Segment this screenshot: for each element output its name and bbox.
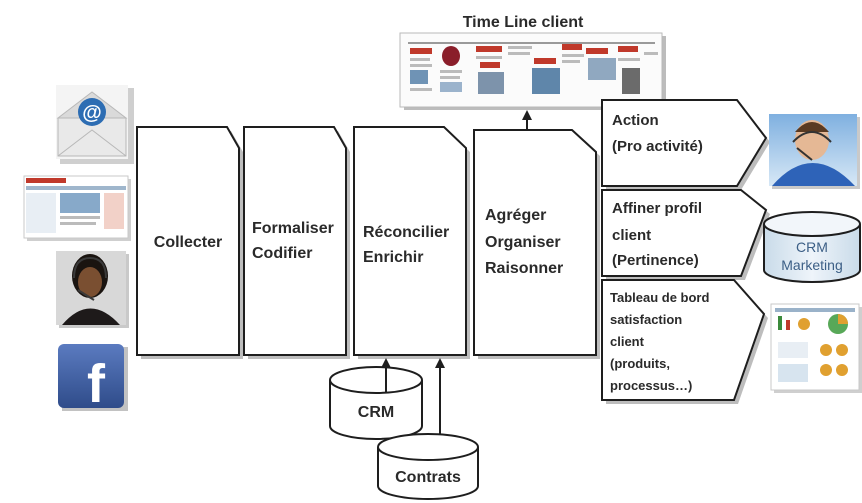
timeline-title: Time Line client <box>463 14 584 31</box>
step-agreger: Agréger Organiser Raisonner <box>473 129 600 359</box>
output-profile-line1: Affiner profil <box>612 200 702 217</box>
crm-database-label: CRM <box>358 404 394 421</box>
step-collecter-label: Collecter <box>154 234 222 251</box>
timeline-thumbnails <box>410 44 658 94</box>
svg-text:@: @ <box>82 102 102 124</box>
crm-marketing-label-line2: Marketing <box>781 257 842 273</box>
output-dashboard-line2: satisfaction <box>610 312 682 327</box>
output-action: Action (Pro activité) <box>601 99 770 190</box>
output-dashboard: Tableau de bord satisfaction client (pro… <box>601 279 768 404</box>
output-profile: Affiner profil client (Pertinence) <box>601 189 770 280</box>
step-agreger-line2: Organiser <box>485 234 561 251</box>
output-dashboard-line5: processus…) <box>610 378 692 393</box>
contrats-database-label: Contrats <box>395 469 461 486</box>
agent-photo-icon <box>769 114 860 189</box>
output-action-line1: Action <box>612 112 659 129</box>
email-icon: @ <box>56 85 134 164</box>
crm-marketing-database: CRM Marketing <box>763 211 861 283</box>
step-formaliser: Formaliser Codifier <box>243 126 350 359</box>
call-center-agent-icon <box>56 251 129 328</box>
step-reconcilier-line1: Réconcilier <box>363 224 449 241</box>
facebook-icon: f <box>58 344 128 414</box>
step-reconcilier: Réconcilier Enrichir <box>353 126 470 359</box>
output-dashboard-line4: (produits, <box>610 356 670 371</box>
step-formaliser-line2: Codifier <box>252 245 312 262</box>
output-profile-line2: client <box>612 227 651 244</box>
output-dashboard-line3: client <box>610 334 645 349</box>
step-agreger-line3: Raisonner <box>485 260 563 277</box>
dashboard-screenshot-icon <box>770 303 862 393</box>
output-profile-line3: (Pertinence) <box>612 252 699 269</box>
step-collecter: Collecter <box>136 126 243 359</box>
contrats-database: Contrats <box>377 433 479 500</box>
step-reconcilier-line2: Enrichir <box>363 249 423 266</box>
timeline-panel: Time Line client <box>399 14 666 110</box>
output-action-line2: (Pro activité) <box>612 138 703 155</box>
step-agreger-line1: Agréger <box>485 207 546 224</box>
web-page-icon <box>23 175 131 241</box>
output-dashboard-line1: Tableau de bord <box>610 290 709 305</box>
step-formaliser-line1: Formaliser <box>252 220 334 237</box>
crm-database: CRM <box>329 366 423 440</box>
crm-marketing-label-line1: CRM <box>796 239 828 255</box>
facebook-glyph: f <box>87 354 106 414</box>
